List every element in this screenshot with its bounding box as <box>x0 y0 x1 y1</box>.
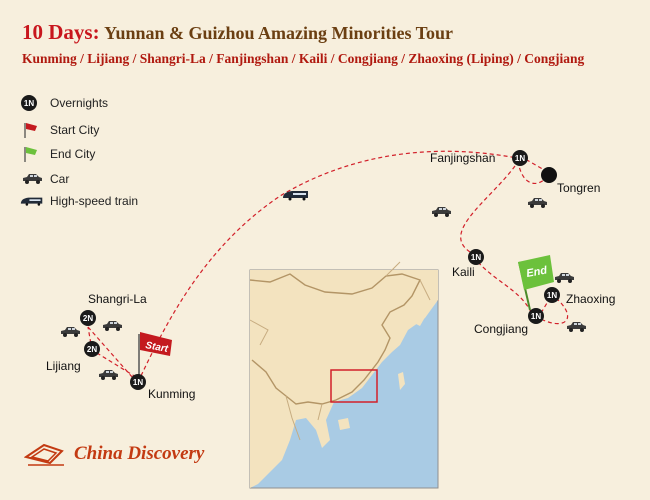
car-icon <box>61 327 80 337</box>
overnight-badge-kunming: 1N <box>133 378 143 387</box>
city-label-congjiang: Congjiang <box>474 322 528 336</box>
route-shangrila-kunming <box>87 326 134 379</box>
overnight-badge-icon: 1N <box>21 95 37 111</box>
car-icon <box>99 370 118 380</box>
city-label-shangrila: Shangri-La <box>88 292 147 306</box>
logo-emblem-icon <box>24 443 64 466</box>
overnight-badge-zhaoxing: 1N <box>547 291 557 300</box>
legend-train: High-speed train <box>20 192 138 210</box>
route-fanjingshan-tongren <box>519 155 547 172</box>
start-flag-label: Start <box>144 340 169 355</box>
overnight-badge-fanjingshan: 1N <box>515 154 525 163</box>
end-flag-label: End <box>525 264 548 279</box>
inset-country-lines <box>249 261 431 441</box>
legend-overnights: 1N Overnights <box>20 94 108 112</box>
tour-days: 10 Days: <box>22 20 100 44</box>
tour-name: Yunnan & Guizhou Amazing Minorities Tour <box>104 23 454 43</box>
tour-route: Kunming / Lijiang / Shangri-La / Fanjing… <box>22 51 585 66</box>
start-flag-icon: Start <box>138 332 172 376</box>
end-flag-icon: End <box>518 255 554 311</box>
legend-start-city-label: Start City <box>50 123 100 137</box>
brand-name: China Discovery <box>74 443 205 464</box>
car-icon <box>567 322 586 332</box>
inset-china-border <box>249 273 421 405</box>
overnight-badge-kaili: 1N <box>471 253 481 262</box>
red-flag-icon <box>24 123 37 138</box>
car-icon <box>23 174 42 184</box>
tongren-city-marker <box>541 167 557 183</box>
car-icon <box>528 198 547 208</box>
train-icon <box>283 191 308 201</box>
overnight-badge-lijiang: 2N <box>87 345 97 354</box>
inset-taiwan <box>398 372 405 390</box>
city-label-fanjingshan: Fanjingshan <box>430 151 495 165</box>
inset-korea <box>412 296 428 326</box>
route-lines <box>87 150 569 383</box>
route-kaili-congjiang <box>477 261 532 313</box>
legend-badge-text: 1N <box>24 99 34 108</box>
city-label-lijiang: Lijiang <box>46 359 81 373</box>
legend-car-label: Car <box>50 172 70 186</box>
inset-land <box>250 270 438 488</box>
city-label-kaili: Kaili <box>452 265 475 279</box>
legend-end-city-label: End City <box>50 147 96 161</box>
china-inset-map <box>249 261 439 489</box>
route-kunming-lijiang <box>91 349 137 378</box>
legend-train-label: High-speed train <box>50 194 139 208</box>
legend-start-city: Start City <box>20 121 99 139</box>
city-label-tongren: Tongren <box>557 181 600 195</box>
route-zhaoxing-congjiang <box>542 297 569 325</box>
overnight-badge-shangrila: 2N <box>83 314 93 323</box>
train-icon <box>20 197 43 206</box>
green-flag-icon <box>24 147 37 162</box>
overnight-badge-congjiang: 1N <box>531 312 541 321</box>
car-icon <box>555 273 574 283</box>
inset-hainan <box>338 418 350 430</box>
car-icon <box>103 321 122 331</box>
inset-highlight-box <box>330 369 378 403</box>
tour-title: 10 Days: Yunnan & Guizhou Amazing Minori… <box>22 20 453 45</box>
china-discovery-logo: China Discovery <box>24 437 204 471</box>
city-label-kunming: Kunming <box>148 387 195 401</box>
car-icon <box>432 207 451 217</box>
route-fanjingshan-kaili <box>460 165 516 253</box>
city-label-zhaoxing: Zhaoxing <box>566 292 615 306</box>
legend-car: Car <box>20 170 69 188</box>
legend-overnights-label: Overnights <box>50 96 109 110</box>
legend-end-city: End City <box>20 145 95 163</box>
